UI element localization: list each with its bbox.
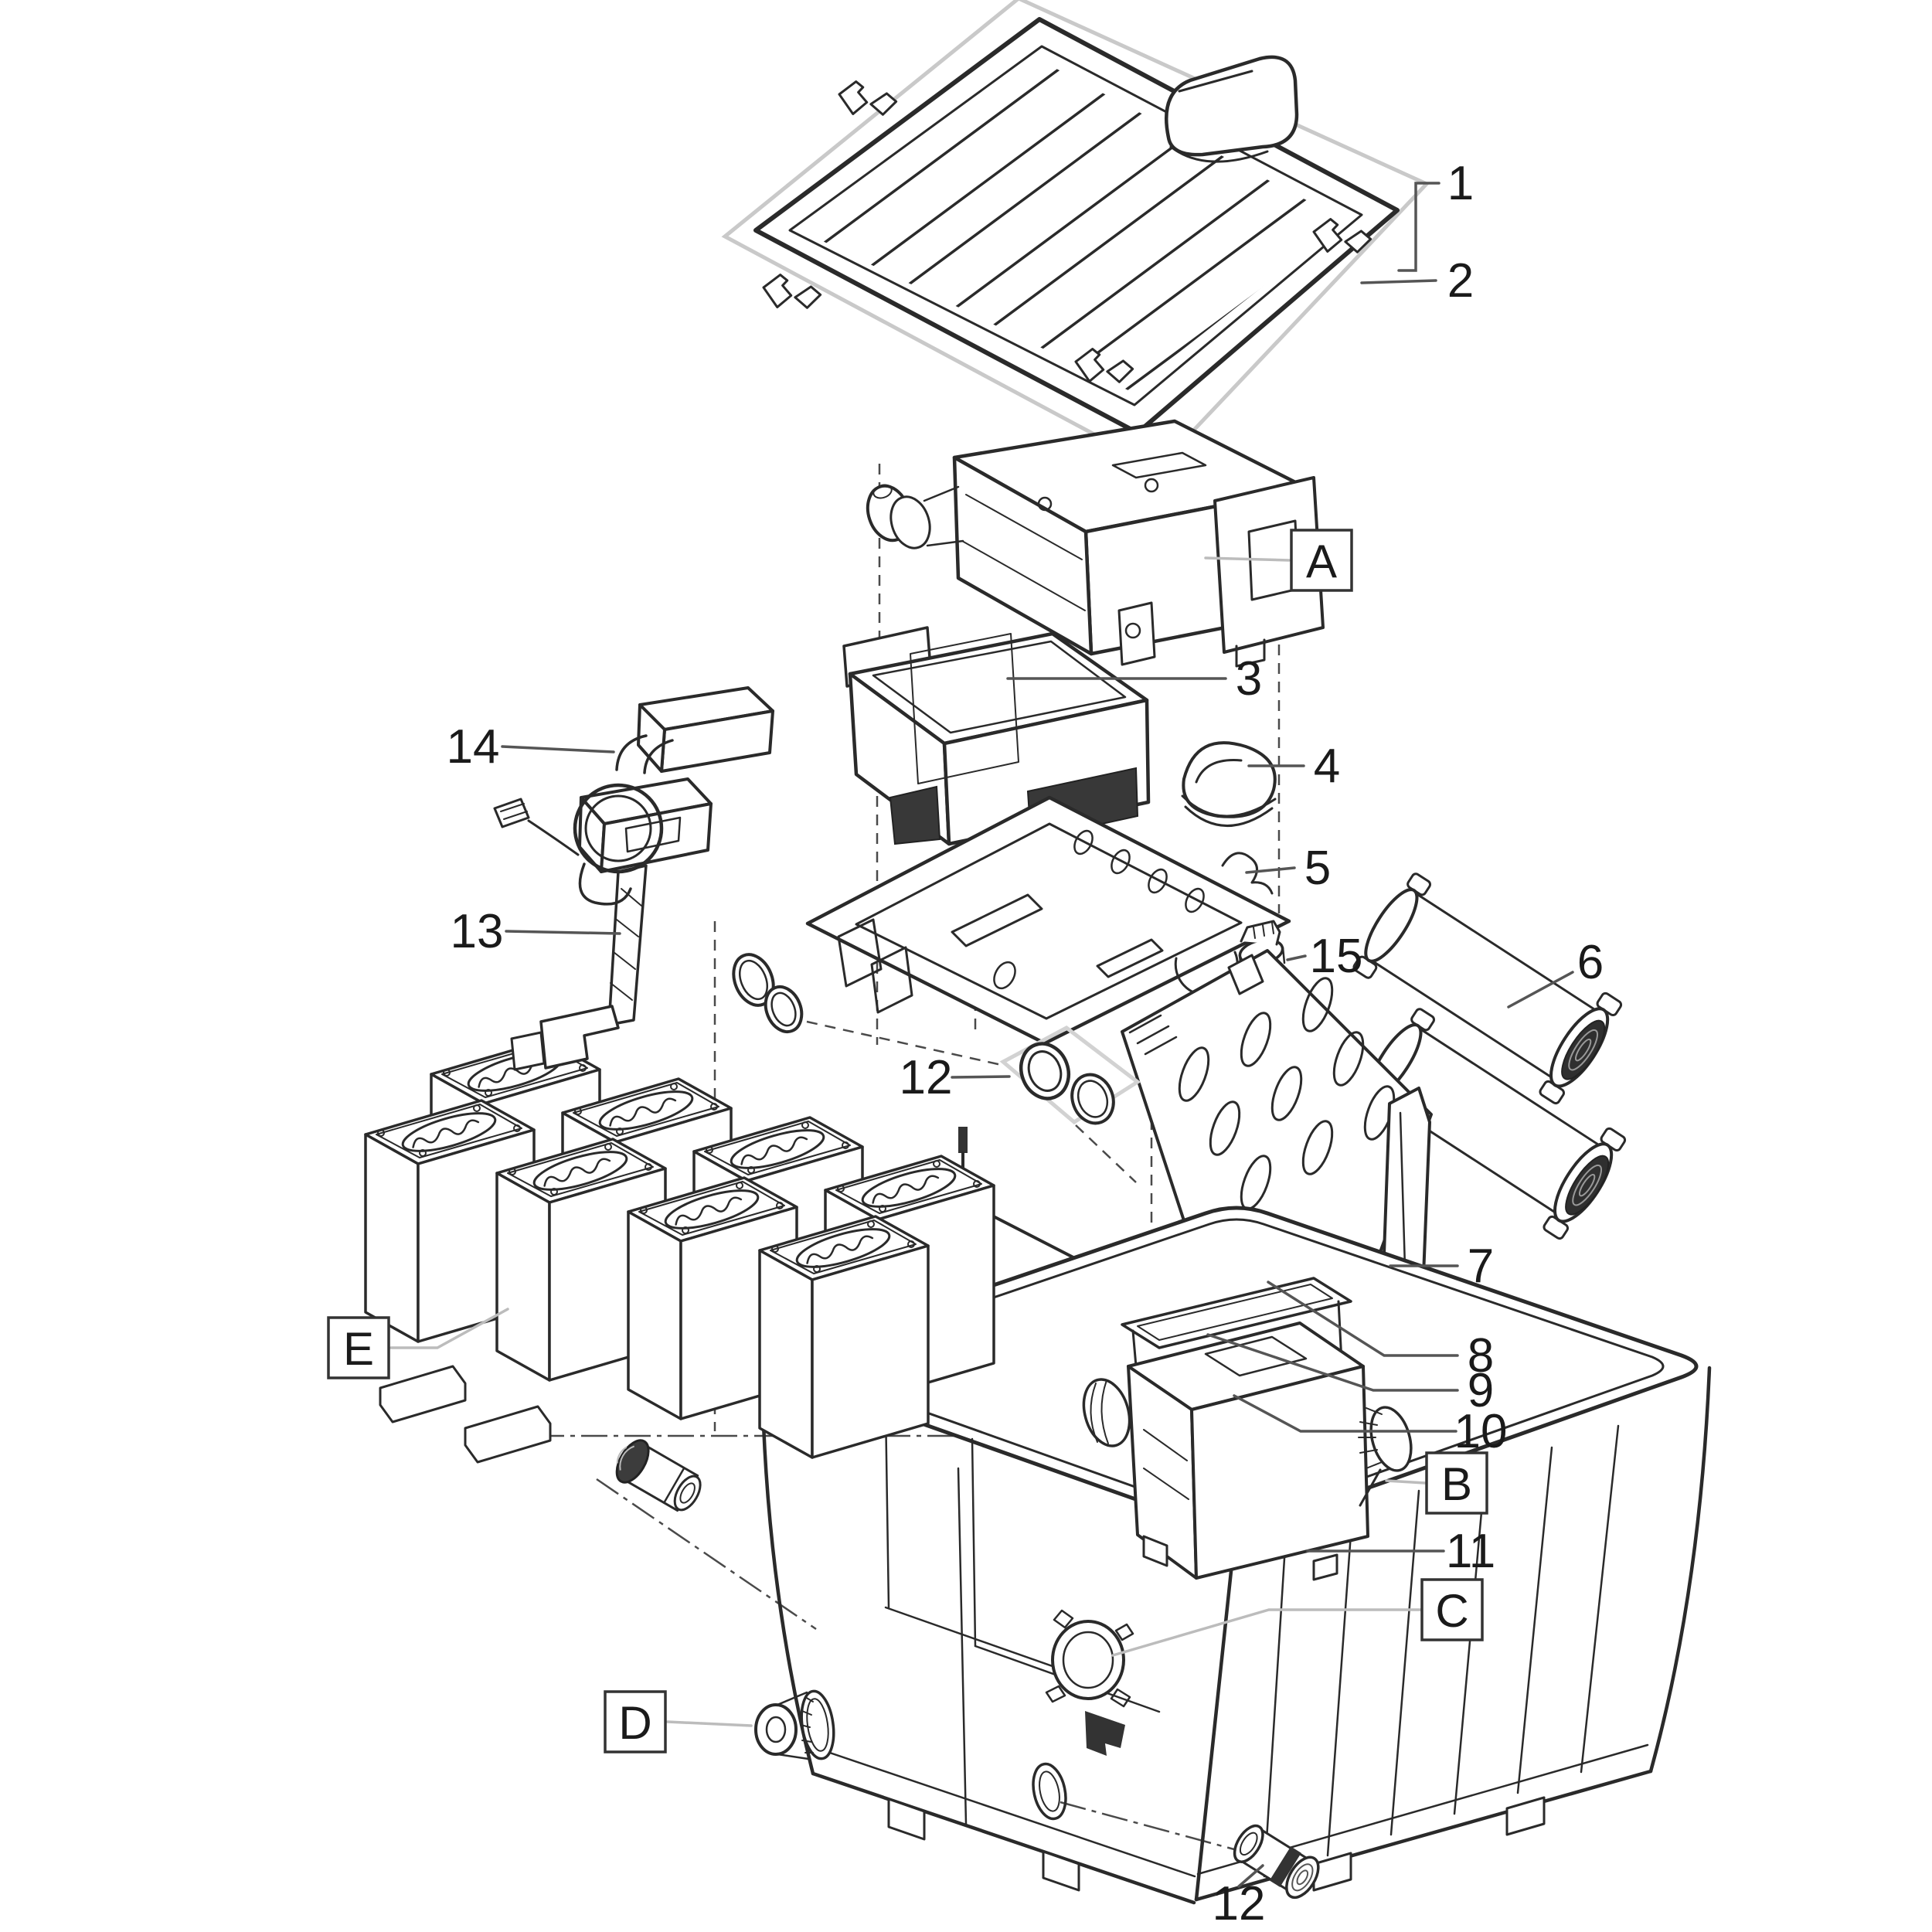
callout-box-B: [1425, 1451, 1488, 1515]
leader-lines: [389, 182, 1574, 1888]
inlet-fitting: [615, 1439, 702, 1512]
drain-knob-part: [754, 1689, 835, 1760]
o-ring-fitting-part: [615, 1026, 1320, 1900]
callout-C: C: [1435, 1585, 1468, 1637]
filter-container-part: [754, 1206, 1712, 1905]
callout-D: D: [618, 1697, 651, 1749]
callout-A: A: [1306, 536, 1337, 587]
callout-box-A: [1290, 529, 1353, 592]
callout-15: 15: [1310, 930, 1363, 983]
pipe-opening-clamp-part: [1045, 1609, 1134, 1708]
callout-5: 5: [1304, 842, 1331, 895]
lid-clips: [762, 80, 1372, 383]
callout-14: 14: [447, 720, 500, 774]
cover-dome-part: [1181, 741, 1277, 827]
uvc-clarifier-unit-part: [866, 419, 1325, 668]
callout-box-E: [327, 1316, 390, 1379]
callout-B: B: [1441, 1458, 1472, 1510]
callout-box-D: [604, 1690, 667, 1753]
brush-insert: [910, 633, 1019, 784]
support-bracket-part: [510, 777, 713, 1071]
container-feet: [887, 1796, 1546, 1892]
callout-13: 13: [451, 905, 504, 958]
clamp-ring-part: [493, 686, 774, 906]
callout-6: 6: [1577, 936, 1604, 989]
callout-3: 3: [1236, 652, 1262, 706]
callout-12-mid: 12: [900, 1051, 953, 1104]
debris-basket-part: [842, 626, 1151, 846]
callout-12-bottom: 12: [1213, 1877, 1266, 1930]
callout-10: 10: [1454, 1405, 1508, 1458]
callout-1: 1: [1447, 157, 1474, 210]
lid-part: [721, 0, 1430, 471]
callout-4: 4: [1314, 740, 1340, 793]
filter-foam-set-part: [364, 1039, 995, 1464]
callout-box-C: [1420, 1578, 1484, 1641]
callout-E: E: [343, 1323, 374, 1375]
lid-handle: [1165, 55, 1299, 157]
callout-9: 9: [1468, 1364, 1494, 1417]
callout-2: 2: [1447, 254, 1474, 308]
callout-labels: 1 2 A 3 4 5 15 6 12 13 14 7 8 9 10 B 11 …: [327, 157, 1604, 1930]
separator-tray-part: [732, 795, 1291, 1046]
outlet-fitting: [1233, 1824, 1320, 1900]
uvc-cable-gland: [866, 484, 964, 549]
tray-o-rings: [732, 953, 804, 1034]
callout-8: 8: [1468, 1329, 1494, 1383]
callout-11: 11: [1446, 1525, 1495, 1578]
pump-unit-part: [1082, 1277, 1413, 1581]
container-ribs: [1263, 1424, 1620, 1878]
callout-7: 7: [1468, 1240, 1494, 1293]
